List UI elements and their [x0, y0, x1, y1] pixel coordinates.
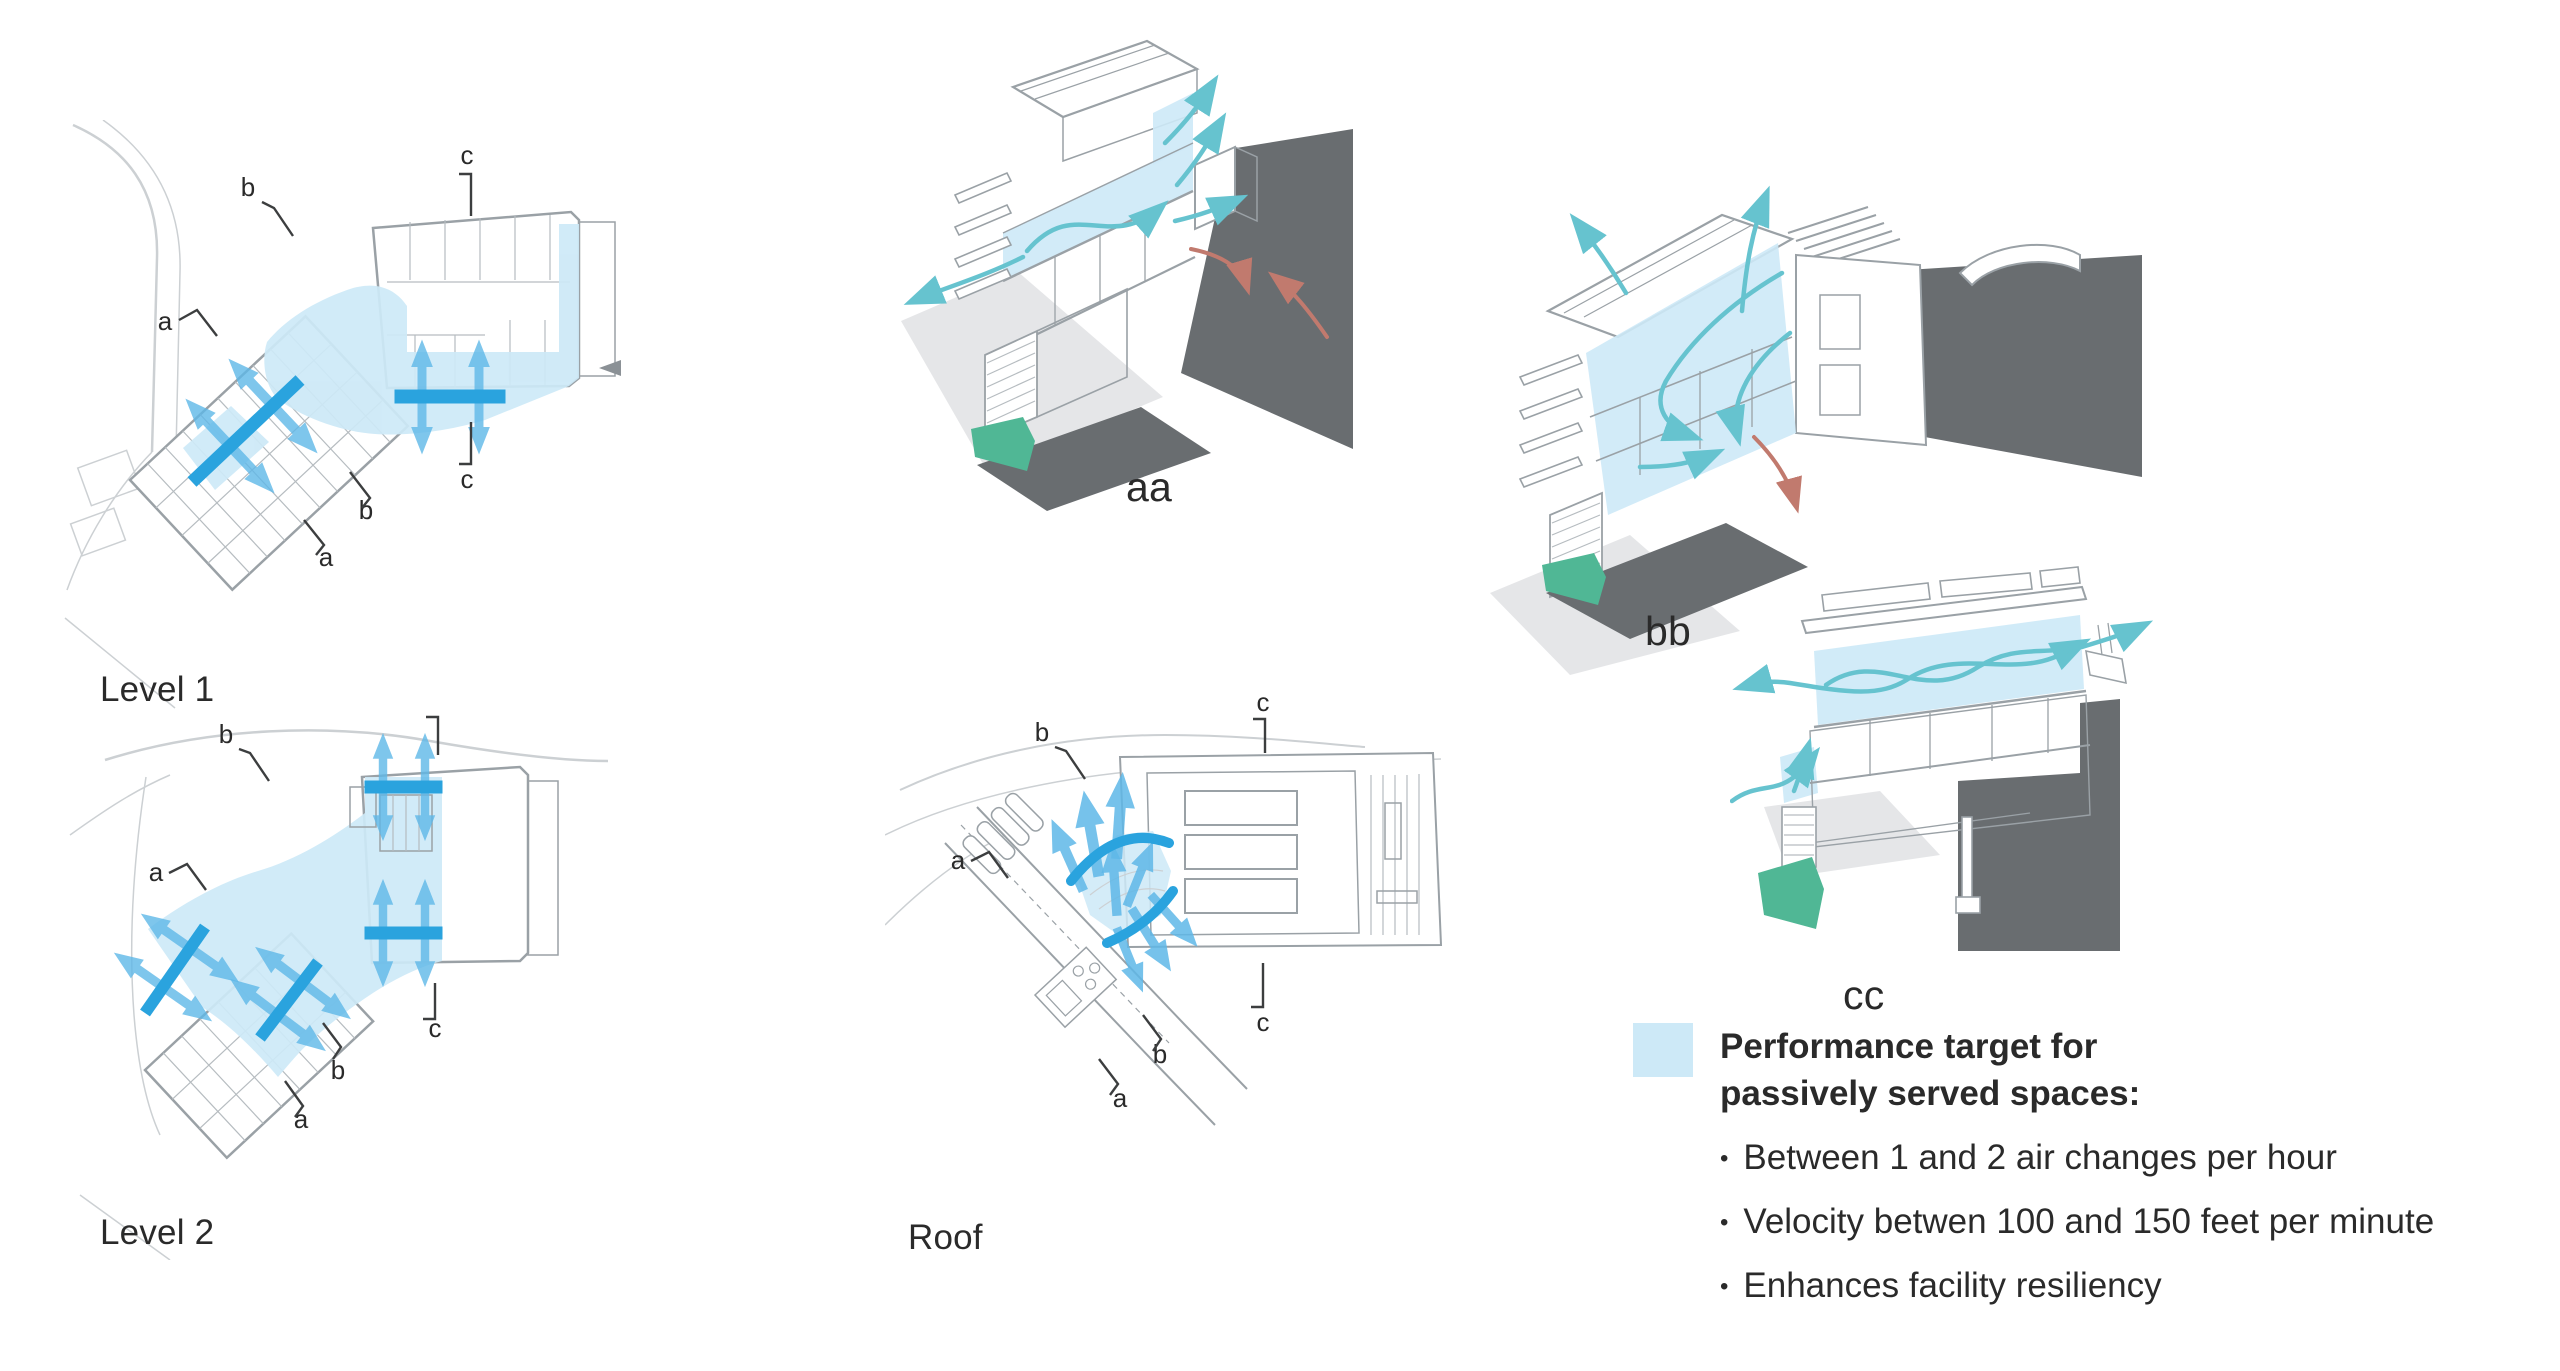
- marker-a-bottom: a: [319, 542, 334, 572]
- level2-flow-bar-left: [140, 923, 210, 1017]
- legend-bullet-1: • Between 1 and 2 air changes per hour: [1720, 1139, 2550, 1181]
- plan-level1-drawing: b c a c b a: [64, 119, 621, 709]
- legend-title-line2: passively served spaces:: [1720, 1074, 2141, 1113]
- level1-flow-arrows: [178, 340, 621, 500]
- aa-building: [953, 39, 1200, 441]
- section-aa-drawing: [901, 39, 1353, 511]
- marker-b-top: b: [219, 719, 233, 749]
- level2-flow-arrows: [108, 734, 443, 1059]
- bb-building: [1518, 206, 1928, 599]
- bb-green-ground: [1542, 553, 1606, 605]
- cc-green-ground: [1758, 857, 1824, 929]
- entry-arrow-icon: [599, 360, 621, 376]
- level1-flow-bar-diagonal: [187, 375, 305, 487]
- bullet-icon: •: [1720, 1273, 1729, 1300]
- marker-c-bottom: c: [461, 464, 474, 494]
- aa-green-ground: [971, 417, 1035, 471]
- level2-section-markers: b a c b a: [149, 715, 442, 1134]
- section-bb: [1490, 115, 2300, 680]
- plan-level2-drawing: b a c b a: [69, 715, 609, 1261]
- section-bb-drawing: [1490, 185, 2142, 675]
- bullet-icon: •: [1720, 1145, 1729, 1172]
- bb-return-arrow: [1752, 435, 1802, 514]
- legend-title-line1: Performance target for: [1720, 1027, 2098, 1066]
- bb-air-flow-arrows: [1569, 185, 1793, 480]
- section-label-aa: aa: [1126, 464, 1173, 510]
- roof-flow-bar-upper: [1066, 832, 1174, 886]
- marker-c-bottom: c: [1257, 1007, 1270, 1037]
- level2-flow-bar-mid: [364, 926, 443, 940]
- marker-c-bottom: c: [429, 1013, 442, 1043]
- legend: Performance target for passively served …: [1633, 1023, 2550, 1309]
- level1-flow-bar-horizontal: [394, 389, 506, 404]
- marker-a-left: a: [149, 857, 164, 887]
- bb-roof-trellis: [1787, 206, 1901, 266]
- level2-flow-bar-center: [255, 958, 323, 1042]
- cc-air-flow-arrows: [1729, 620, 2154, 804]
- plan-roof: c b a c b a: [884, 687, 1485, 1276]
- roof-flow-bar-lower: [1102, 886, 1178, 948]
- legend-text: Performance target for passively served …: [1720, 1023, 2550, 1309]
- roof-right-block: [1118, 751, 1443, 949]
- roof-flow-arrows: [1040, 772, 1205, 996]
- marker-a-bottom: a: [294, 1104, 309, 1134]
- legend-bullet-3-text: Enhances facility resiliency: [1743, 1266, 2162, 1305]
- roof-plant-box: [1033, 946, 1118, 1029]
- plan-label-level1: Level 1: [100, 670, 215, 709]
- legend-bullet-3: • Enhances facility resiliency: [1720, 1267, 2550, 1309]
- bb-roof-scoop: [1958, 244, 2081, 287]
- level2-site-roads: [69, 729, 609, 1261]
- marker-b-bottom: b: [331, 1055, 345, 1085]
- plan-label-level2: Level 2: [100, 1213, 215, 1252]
- level1-section-markers: b c a c b a: [158, 140, 474, 572]
- bullet-icon: •: [1720, 1209, 1729, 1236]
- cc-building: [1780, 566, 2127, 914]
- aa-air-flow-arrows: [903, 74, 1249, 305]
- marker-a-bottom: a: [1113, 1083, 1128, 1113]
- marker-a-left: a: [951, 845, 966, 875]
- legend-bullet-2: • Velocity betwen 100 and 150 feet per m…: [1720, 1203, 2550, 1245]
- level1-site-roads: [64, 119, 181, 709]
- plan-level1: b c a c b a: [55, 119, 655, 715]
- aa-ground-mass: [977, 407, 1211, 511]
- marker-b-top: b: [241, 172, 255, 202]
- marker-b-bottom: b: [359, 495, 373, 525]
- marker-b-bottom: b: [1153, 1039, 1167, 1069]
- level2-flow-bar-top: [364, 780, 443, 794]
- aa-return-arrows: [1189, 247, 1329, 339]
- cc-ground-mass: [1958, 699, 2120, 951]
- cc-highlight-region: [1814, 615, 2084, 725]
- section-cc-drawing: [1729, 566, 2154, 951]
- bb-facade-louvers: [1518, 353, 1584, 489]
- legend-swatch: [1633, 1023, 1693, 1077]
- section-cc: [1729, 555, 2490, 1010]
- legend-bullet-2-text: Velocity betwen 100 and 150 feet per min…: [1743, 1202, 2435, 1241]
- marker-c-top: c: [461, 140, 474, 170]
- plan-label-roof: Roof: [908, 1218, 983, 1257]
- aa-facade-louvers: [953, 171, 1013, 301]
- section-label-cc: cc: [1843, 972, 1885, 1018]
- section-label-bb: bb: [1645, 608, 1692, 654]
- plan-roof-drawing: c b a c b a: [884, 687, 1443, 1126]
- section-aa: [895, 25, 1605, 540]
- marker-b-top: b: [1035, 717, 1049, 747]
- bb-ground-mass: [1546, 523, 1808, 639]
- marker-c-top: c: [1257, 695, 1270, 717]
- roof-section-markers: c b a c b a: [951, 687, 1270, 1113]
- plan-level2: b a c b a: [50, 715, 610, 1265]
- level2-highlight-region: [148, 777, 442, 1077]
- legend-bullet-1-text: Between 1 and 2 air changes per hour: [1743, 1138, 2337, 1177]
- roof-angled-wing: [944, 792, 1248, 1126]
- marker-a-left: a: [158, 306, 173, 336]
